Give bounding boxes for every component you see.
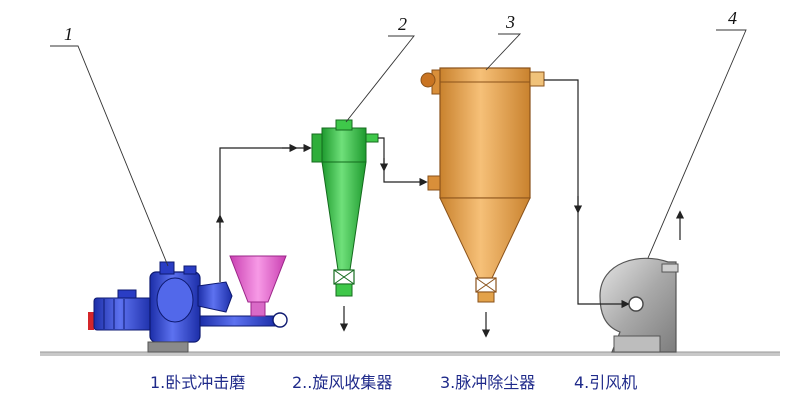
impact-mill xyxy=(88,261,288,353)
leader-lines xyxy=(50,29,747,267)
label-number-3: 3 xyxy=(505,12,515,32)
pulse-dust-collector xyxy=(420,67,545,303)
caption-cyclone: 2..旋风收集器 xyxy=(292,373,392,392)
label-number-4: 4 xyxy=(728,8,737,28)
feed-hopper xyxy=(229,255,287,317)
valve-icon xyxy=(475,277,497,293)
caption-impact-mill: 1.卧式冲击磨 xyxy=(150,373,245,392)
caption-fan: 4.引风机 xyxy=(574,373,637,392)
valve-icon xyxy=(333,269,355,285)
cyclone-collector xyxy=(311,119,379,297)
motor-icon xyxy=(88,289,153,331)
induced-draft-fan xyxy=(599,257,679,353)
label-number-2: 2 xyxy=(398,14,407,34)
pipeline xyxy=(219,79,630,309)
caption-pulse-collector: 3.脉冲除尘器 xyxy=(440,373,535,392)
flow-arrow-icon xyxy=(215,143,685,338)
label-number-1: 1 xyxy=(64,24,73,44)
